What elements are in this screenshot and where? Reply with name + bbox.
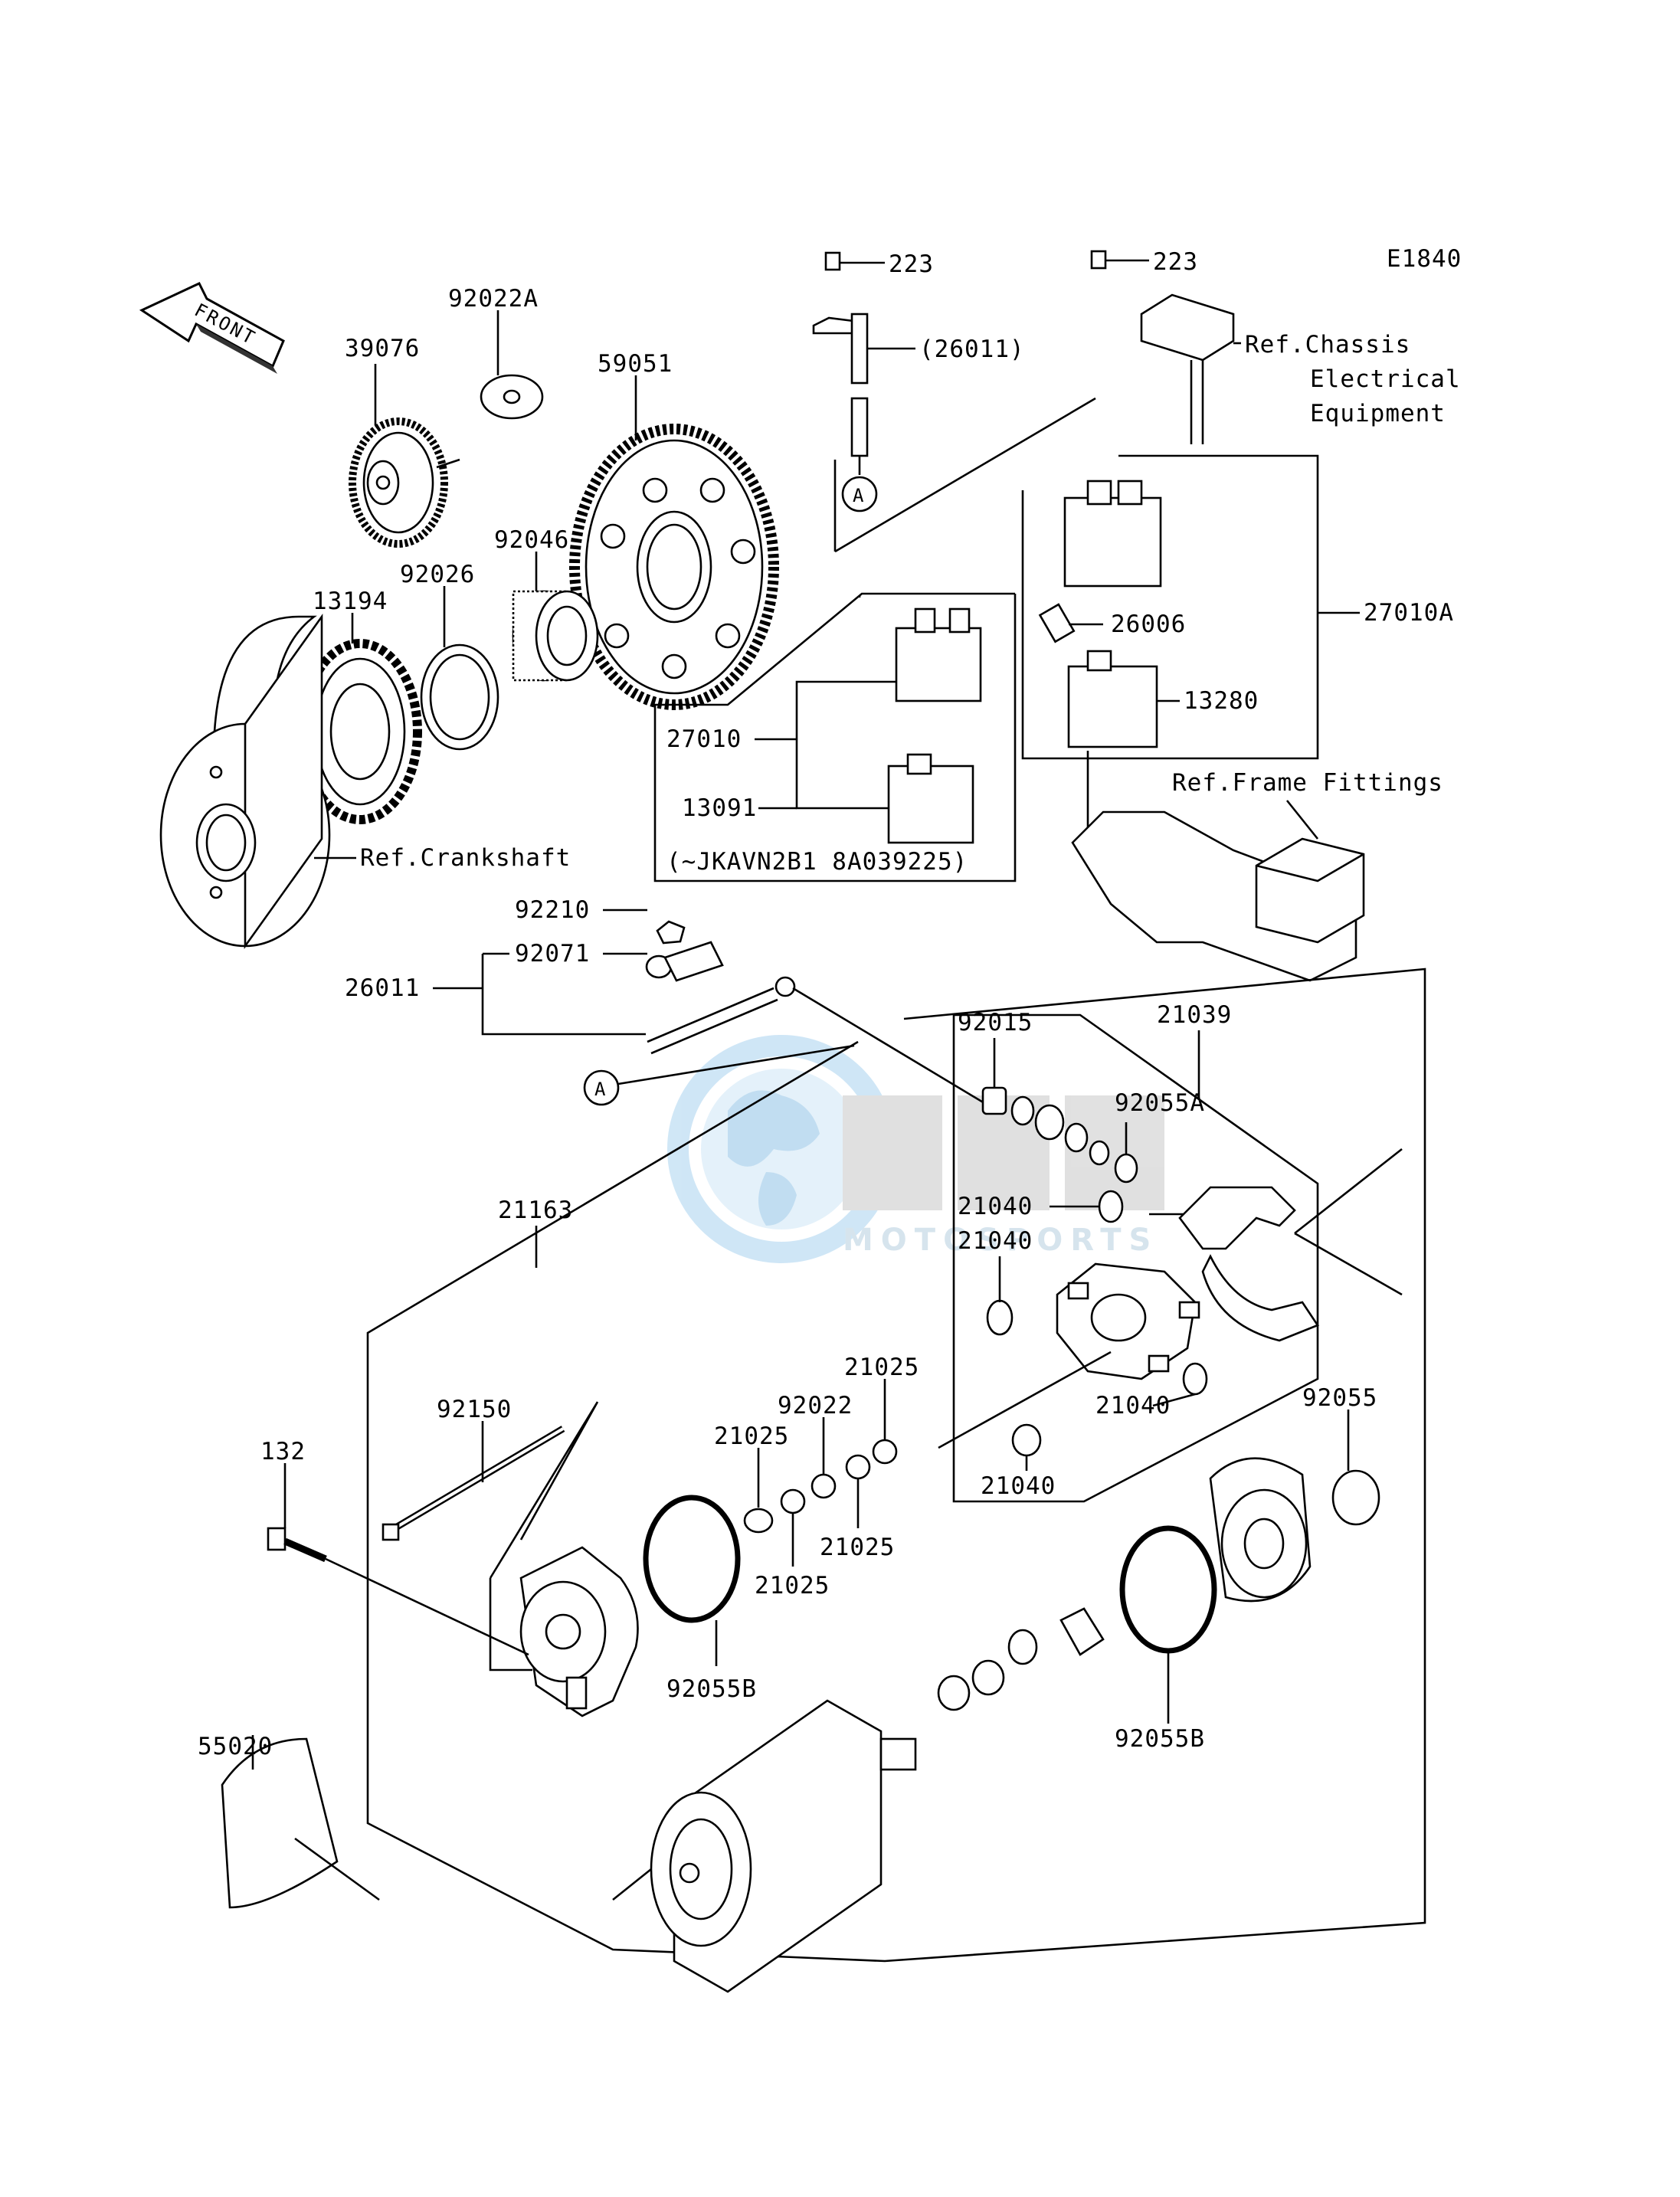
label-ref-chassis-1: Ref.Chassis [1245, 331, 1410, 359]
armature-yoke [612, 1699, 917, 1993]
cable-26011-top [812, 313, 915, 475]
label-21025-c: 21025 [820, 1534, 895, 1561]
bolt-132 [267, 1463, 529, 1656]
label-59051: 59051 [598, 350, 673, 378]
label-21025-a: 21025 [844, 1354, 919, 1381]
relay-27010A-group [833, 397, 1360, 760]
label-ref-frame-fittings: Ref.Frame Fittings [1172, 769, 1443, 797]
o-ring-92055B-left [643, 1495, 741, 1666]
label-223-right: 223 [1153, 248, 1198, 276]
label-13280: 13280 [1184, 687, 1259, 715]
bolt-92150 [382, 1421, 565, 1541]
label-223-left: 223 [889, 250, 934, 278]
relay-cover [1140, 293, 1241, 444]
o-ring-92055B-right [1119, 1525, 1217, 1724]
rear-cover [1209, 1457, 1312, 1603]
front-cover [519, 1546, 639, 1717]
brush-spring-21040-d [1011, 1423, 1042, 1471]
label-21040-b: 21040 [958, 1227, 1033, 1255]
shim-stack [743, 1379, 898, 1567]
washer-92026 [420, 586, 499, 751]
cable-26011 [645, 920, 985, 1105]
o-ring-92055 [1331, 1410, 1380, 1526]
label-21163: 21163 [498, 1197, 573, 1224]
nut-washer-chain [981, 1038, 1138, 1184]
callout-a-bottom: A [583, 1044, 855, 1106]
label-92055B-right: 92055B [1115, 1725, 1205, 1753]
label-ref-chassis-2: Electrical [1310, 365, 1461, 393]
label-39076: 39076 [345, 335, 420, 362]
washer-92022A [480, 310, 544, 420]
frame-fittings-bracket [1071, 751, 1365, 982]
label-92055A: 92055A [1115, 1089, 1205, 1117]
callout-a-bottom-label: A [594, 1079, 606, 1100]
bolt-223-right [1090, 250, 1149, 270]
label-92022A: 92022A [448, 285, 539, 313]
label-132: 132 [260, 1438, 306, 1465]
brush-plate [938, 1262, 1200, 1449]
diagram-code: E1840 [1387, 245, 1462, 273]
callout-a-top-label: A [853, 485, 864, 506]
relay-inset-box [653, 592, 1017, 882]
armature-washers [937, 1607, 1105, 1711]
front-arrow-icon: FRONT [139, 282, 285, 374]
label-26006: 26006 [1111, 611, 1186, 638]
label-92022: 92022 [778, 1392, 853, 1419]
label-ref-crankshaft: Ref.Crankshaft [360, 844, 571, 872]
brush-holder-21039 [952, 1013, 1403, 1503]
label-27010: 27010 [666, 725, 742, 753]
bearing-92046 [512, 552, 599, 682]
label-92015: 92015 [958, 1009, 1033, 1036]
gear-39076 [349, 417, 460, 548]
label-92210: 92210 [515, 896, 590, 924]
gear-59051 [569, 375, 779, 710]
label-92071: 92071 [515, 940, 590, 968]
flywheel-ref-crankshaft [159, 613, 356, 950]
label-21040-c: 21040 [1095, 1392, 1171, 1419]
label-92150: 92150 [437, 1396, 512, 1423]
label-21039: 21039 [1157, 1001, 1232, 1029]
label-92046: 92046 [494, 526, 569, 554]
brush-spring-21040-b [986, 1256, 1014, 1336]
label-26011: 26011 [345, 974, 420, 1002]
label-92026: 92026 [400, 561, 475, 588]
callout-a-top: A [841, 476, 878, 512]
label-13194: 13194 [313, 588, 388, 615]
label-92055: 92055 [1302, 1384, 1377, 1412]
label-92055B-left: 92055B [666, 1675, 757, 1703]
brush-spring-21040-a [1050, 1190, 1124, 1223]
starter-clutch-13194 [298, 613, 422, 824]
watermark: MOTOSPORTS [667, 1035, 1164, 1263]
brush-spring-21040-c [1152, 1362, 1208, 1407]
label-27010A: 27010A [1364, 599, 1454, 627]
label-13091: 13091 [682, 794, 757, 822]
bolt-223-left [824, 251, 885, 271]
sleeve-55020 [221, 1735, 380, 1909]
label-ref-chassis-3: Equipment [1310, 400, 1446, 427]
label-21040-a: 21040 [958, 1193, 1033, 1220]
label-21025-b: 21025 [714, 1423, 789, 1450]
label-55020: 55020 [198, 1733, 273, 1760]
label-26011-paren: (26011) [919, 336, 1025, 363]
watermark-tagline: MOTOSPORTS [843, 1223, 1158, 1258]
label-21025-d: 21025 [755, 1572, 830, 1599]
label-21040-d: 21040 [981, 1472, 1056, 1500]
label-serial-note: (~JKAVN2B1 8A039225) [666, 848, 968, 876]
